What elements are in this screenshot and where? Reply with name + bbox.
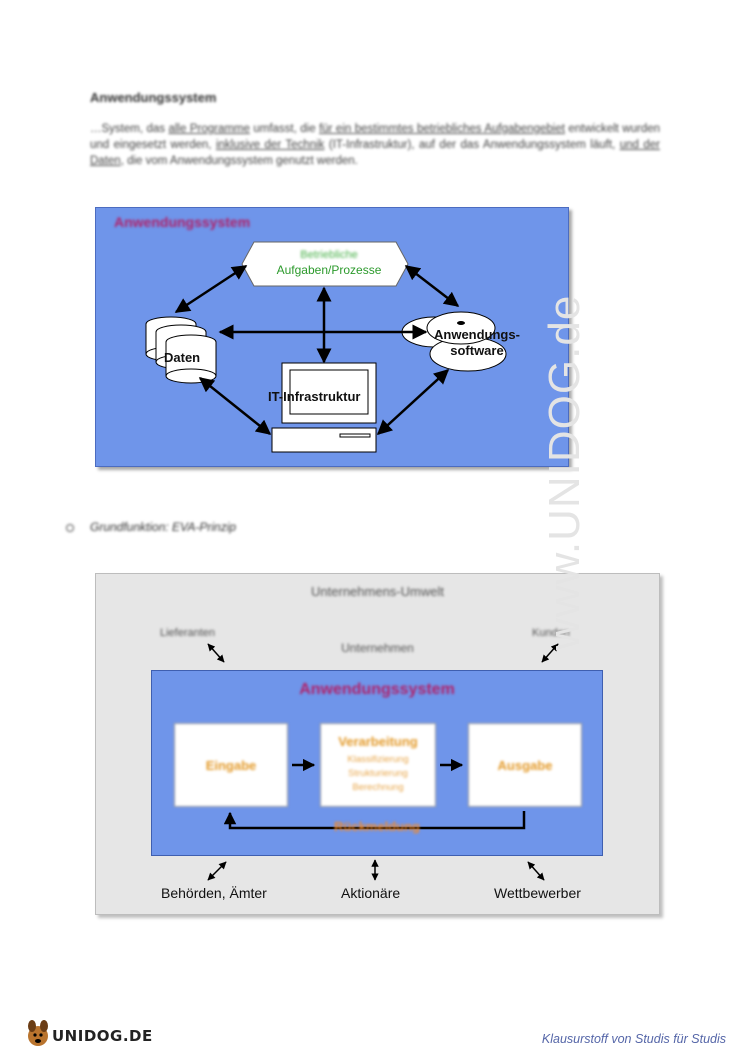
company-label: Unternehmen <box>341 641 414 655</box>
footer-tagline: Klausurstoff von Studis für Studis <box>541 1032 726 1046</box>
eva-diagram: Unternehmens-Umwelt Lieferanten Kunden U… <box>95 573 660 915</box>
bullet-text: Grundfunktion: EVA-Prinzip <box>90 520 237 534</box>
unidog-logo <box>28 1020 48 1046</box>
software-label-line1: Anwendungs- <box>434 327 520 342</box>
intro-underlined: inklusive der Technik <box>215 139 325 151</box>
intro-paragraph: …System, das alle Programme umfasst, die… <box>90 121 660 169</box>
processing-label: Verarbeitung <box>338 734 418 749</box>
dog-icon <box>28 1020 48 1046</box>
logo-text: UNIDOG.DE <box>52 1027 153 1045</box>
bullet-item: Grundfunktion: EVA-Prinzip <box>66 520 236 534</box>
diagram-title: Anwendungssystem <box>114 214 251 230</box>
system-title: Anwendungssystem <box>299 681 455 698</box>
tasks-label-line2: Aufgaben/Prozesse <box>276 263 382 277</box>
feedback-arrow <box>223 811 526 830</box>
tasks-label: Betriebliche Aufgaben/Prozesse <box>248 248 410 278</box>
eva-outer-arrows <box>207 643 559 881</box>
input-box: Eingabe <box>174 723 288 807</box>
shareholders-label: Aktionäre <box>341 885 401 901</box>
software-label-line2: software <box>450 343 504 358</box>
arrow-suppliers <box>207 643 225 663</box>
processing-sub-2: Strukturierung <box>348 768 408 779</box>
computer-icon <box>271 362 377 453</box>
database-icon <box>145 316 217 384</box>
arrow-data-infra <box>198 377 272 435</box>
arrow-tasks-software <box>404 265 460 307</box>
software-label: Anwendungs- software <box>434 327 520 359</box>
output-label: Ausgabe <box>497 758 553 773</box>
intro-text: umfasst, die <box>249 123 320 135</box>
arrow-customers <box>541 643 559 663</box>
diagram-shapes <box>145 241 507 453</box>
watermark: www.UNIDOG.de <box>540 294 589 650</box>
eva-flow-arrows <box>223 758 526 830</box>
intro-underlined: für ein bestimmtes betriebliches Aufgabe… <box>319 123 565 135</box>
tasks-hexagon <box>241 241 409 287</box>
section-heading: Anwendungssystem <box>90 90 217 105</box>
application-system-diagram: Anwendungssystem <box>95 207 569 467</box>
feedback-label: Rückmeldung <box>334 819 420 834</box>
infrastructure-label: IT-Infrastruktur <box>268 389 361 404</box>
authorities-label: Behörden, Ämter <box>161 885 267 901</box>
tasks-label-line1: Betriebliche <box>300 249 358 261</box>
intro-underlined: und der Daten <box>90 139 660 167</box>
customers-label: Kunden <box>532 627 570 639</box>
suppliers-label: Lieferanten <box>160 627 216 639</box>
processing-sub-3: Berechnung <box>352 782 404 793</box>
bullet-icon <box>66 523 74 532</box>
intro-text: , die vom Anwendungssystem genutzt werde… <box>120 155 358 167</box>
arrow-competitors <box>527 861 545 881</box>
competitors-label: Wettbewerber <box>494 885 581 901</box>
intro-text: (IT-Infrastruktur), auf der das Anwendun… <box>324 139 620 151</box>
arrow-tasks-data <box>174 264 248 314</box>
application-system-box: Anwendungssystem Eingabe Verarbeitung Kl… <box>151 670 603 856</box>
input-label: Eingabe <box>205 758 257 773</box>
data-label: Daten <box>164 350 201 365</box>
arrow-authorities <box>207 861 227 881</box>
output-box: Ausgabe <box>468 723 582 807</box>
environment-label: Unternehmens-Umwelt <box>311 584 444 599</box>
processing-box: Verarbeitung Klassifizierung Strukturier… <box>320 723 436 807</box>
intro-underlined: alle Programme <box>168 123 250 135</box>
arrow-software-infra <box>376 368 450 436</box>
intro-text: entwickelt wurden und eingesetzt werden, <box>90 123 661 151</box>
processing-sub-1: Klassifizierung <box>347 754 409 765</box>
intro-text: …System, das <box>90 123 169 135</box>
